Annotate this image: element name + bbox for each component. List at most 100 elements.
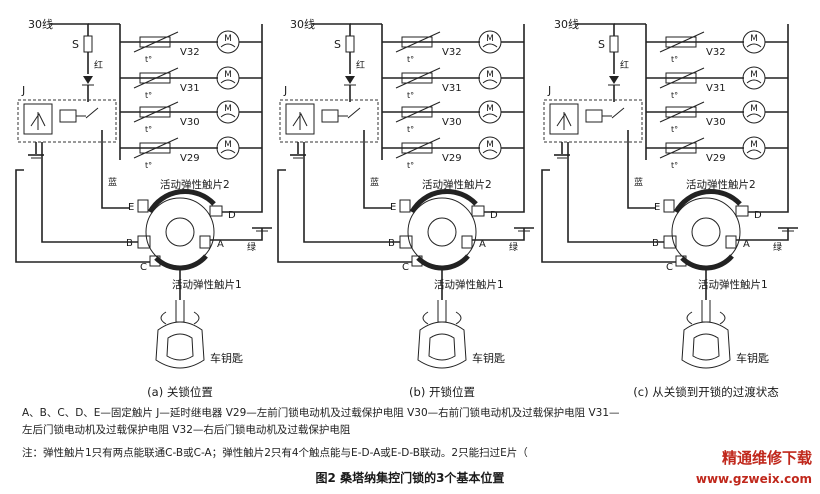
motor-wave [482, 43, 498, 48]
spring-contact-1 [416, 254, 470, 271]
panel-caption: (b) 开锁位置 [409, 385, 475, 399]
switch-hub [691, 217, 721, 247]
motor-m-label: M [224, 70, 232, 80]
blue-wire [627, 130, 656, 209]
relay-coil [321, 109, 339, 123]
ptc-resistor [139, 72, 171, 84]
fuse-label: S [72, 38, 79, 51]
relay-timer [23, 103, 53, 135]
ptc-temp-label: t° [145, 125, 152, 134]
motor-m-label: M [750, 104, 758, 114]
supply-wire [50, 23, 89, 36]
green-wire-label: 绿 [509, 241, 518, 253]
key-rotate-arrows [160, 311, 200, 325]
relay-timer [549, 103, 579, 135]
motor-label: V29 [180, 153, 200, 164]
diode-symbol [345, 76, 355, 84]
contact-C-block [675, 255, 687, 267]
C-wire [277, 169, 412, 263]
switch-hub [427, 217, 457, 247]
contact-C-label: C [402, 262, 409, 273]
motor-wave [746, 149, 762, 154]
spring-1-label: 活动弹性触片1 [434, 278, 504, 291]
relay-timer-mark [292, 113, 308, 127]
key-head-inner [692, 333, 720, 361]
spring-contact-1 [154, 254, 208, 271]
ptc-slash [133, 101, 179, 123]
ptc-temp-label: t° [145, 55, 152, 64]
ptc-resistor [401, 142, 433, 154]
panel-caption: (c) 从关锁到开锁的过渡状态 [633, 385, 779, 399]
ptc-slash [395, 137, 441, 159]
supply-wire [576, 23, 615, 36]
key-label: 车钥匙 [736, 351, 769, 365]
blue-wire-label: 蓝 [634, 176, 643, 188]
ptc-slash [659, 31, 705, 53]
switch-hub [165, 217, 195, 247]
contact-C-label: C [140, 262, 147, 273]
relay-switch [85, 107, 99, 119]
motor-wave [482, 79, 498, 84]
motor-label: V32 [180, 47, 200, 58]
contact-B-label: B [652, 238, 659, 249]
legend-line-1-text: A、B、C、D、E—固定触片 J—延时继电器 V29—左前门锁电动机及过载保护电… [22, 407, 620, 419]
spring-contact-1 [680, 254, 734, 271]
ptc-resistor [401, 106, 433, 118]
D-wire [748, 196, 789, 213]
ptc-resistor [139, 142, 171, 154]
spring-1-label: 活动弹性触片1 [698, 278, 768, 291]
key-rotate-arrows [422, 311, 462, 325]
key-label: 车钥匙 [472, 351, 505, 365]
key-stem [701, 300, 711, 323]
ptc-resistor [401, 72, 433, 84]
motor-wave [220, 79, 236, 84]
motor-m-label: M [486, 140, 494, 150]
contact-C-block [411, 255, 423, 267]
motor-label: V32 [706, 47, 726, 58]
watermark-url: www.gzweix.com [695, 472, 812, 486]
spring-2-label: 活动弹性触片2 [422, 178, 492, 191]
motor-wave [482, 149, 498, 154]
key-stem [175, 300, 185, 323]
key-head-inner [166, 333, 194, 361]
motor-m-label: M [486, 70, 494, 80]
ptc-slash [395, 101, 441, 123]
note-text: 注：弹性触片1只有两点能联通C-B或C-A；弹性触片2只有4个触点能与E-D-A… [22, 447, 528, 459]
panel-a: 30线S红Jt°V32Mt°V31Mt°V30Mt°V29M蓝活动弹性触片2ED… [15, 17, 272, 399]
relay-coil [59, 109, 77, 123]
contact-E-block [399, 199, 411, 213]
contact-D-block [209, 205, 223, 217]
ptc-temp-label: t° [145, 91, 152, 100]
D-wire [222, 196, 263, 213]
ptc-resistor [665, 142, 697, 154]
contact-E-block [663, 199, 675, 213]
key-stem [437, 300, 447, 323]
blue-wire [363, 130, 392, 209]
ptc-temp-label: t° [407, 161, 414, 170]
relay-timer [285, 103, 315, 135]
panel-c: 30线S红Jt°V32Mt°V31Mt°V30Mt°V29M蓝活动弹性触片2ED… [541, 17, 798, 399]
blue-wire-label: 蓝 [370, 176, 379, 188]
spring-contact-2 [409, 189, 478, 214]
diode-symbol [83, 76, 93, 84]
motor-wave [746, 113, 762, 118]
motor-wave [220, 113, 236, 118]
ptc-resistor [665, 36, 697, 48]
ptc-resistor [665, 72, 697, 84]
red-wire-label: 红 [356, 59, 365, 71]
ptc-temp-label: t° [407, 125, 414, 134]
contact-C-label: C [666, 262, 673, 273]
A-wire [210, 228, 263, 241]
red-wire-label: 红 [94, 59, 103, 71]
supply-label: 30线 [290, 17, 315, 31]
motor-label: V30 [180, 117, 200, 128]
ptc-resistor [139, 106, 171, 118]
fuse-label: S [334, 38, 341, 51]
ptc-temp-label: t° [145, 161, 152, 170]
spring-contact-2 [147, 189, 216, 214]
motor-m-label: M [224, 140, 232, 150]
contact-A-block [725, 235, 737, 249]
motor-m-label: M [750, 70, 758, 80]
spring-2-label: 活动弹性触片2 [160, 178, 230, 191]
relay-switch [347, 107, 361, 119]
